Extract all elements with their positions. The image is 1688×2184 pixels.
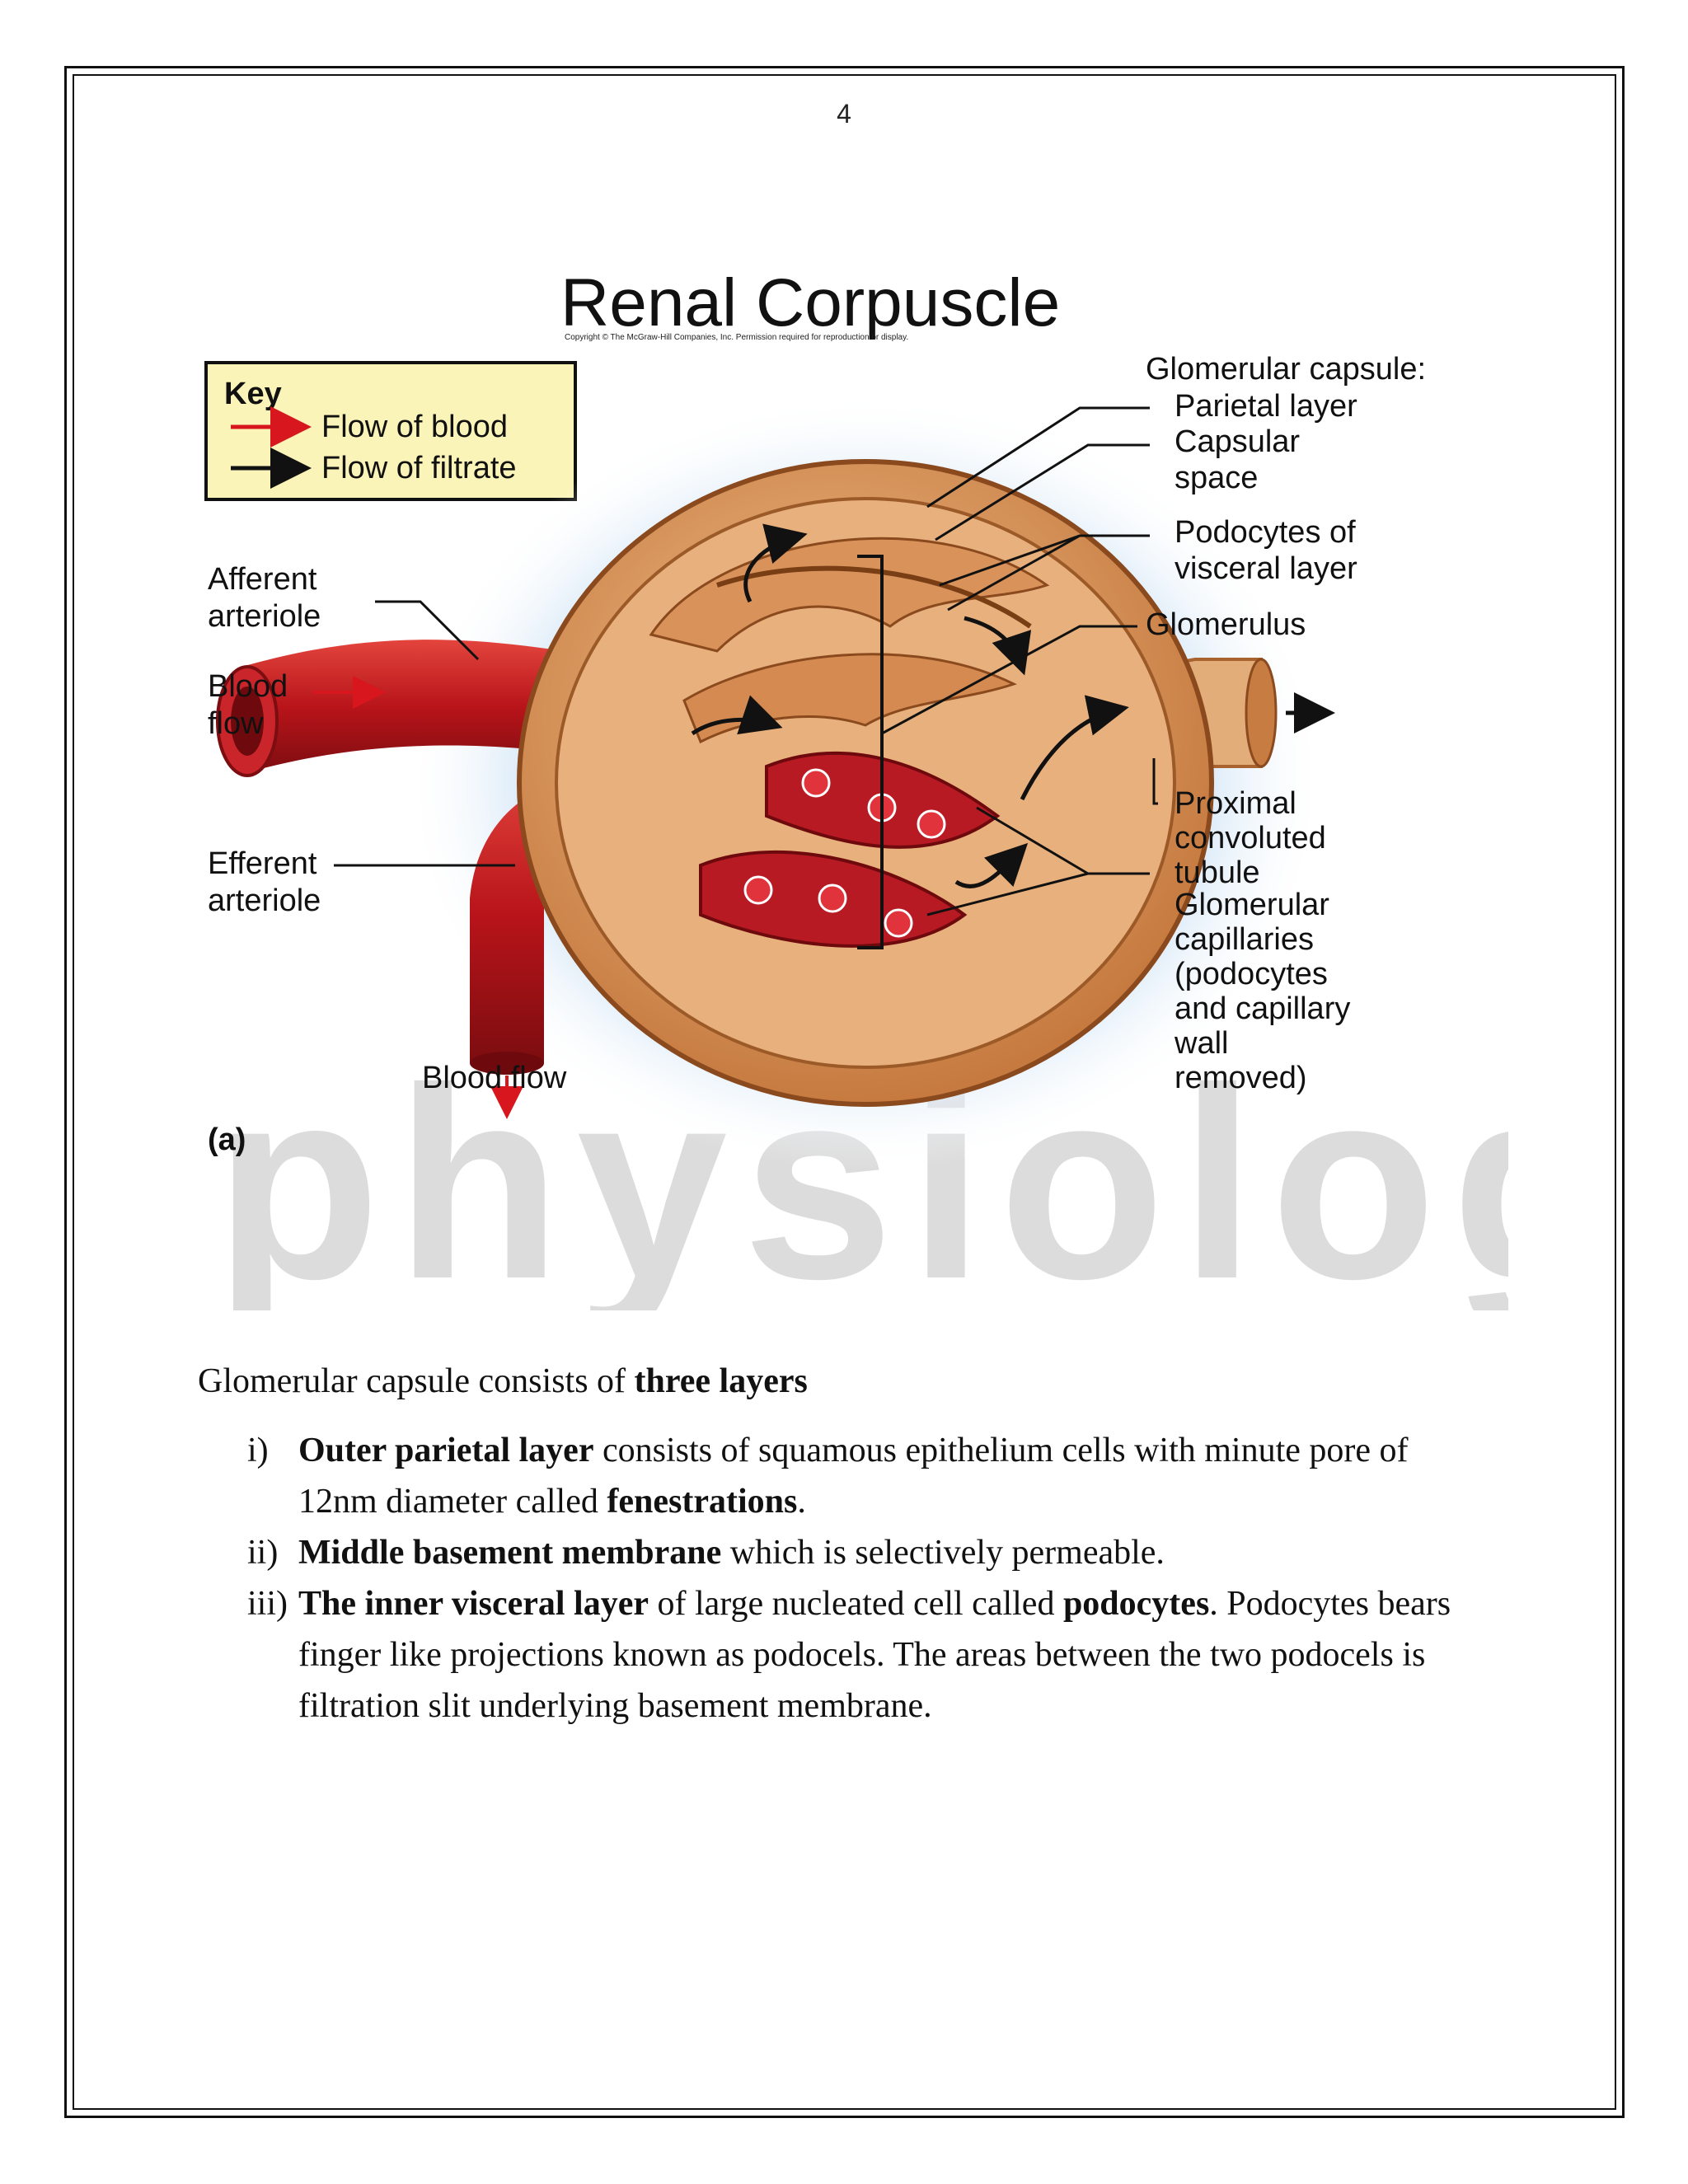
list-text: which is selectively permeable. [721,1534,1165,1572]
list-bold: Middle basement membrane [298,1534,722,1572]
label-efferent-2: arteriole [208,883,321,918]
label-capsular-space-1: Capsular [1175,424,1300,459]
body-text: Glomerular capsule consists of three lay… [198,1356,1484,1732]
label-afferent-1: Afferent [208,562,317,597]
label-bloodflow-in-2: flow [208,706,264,741]
label-proximal-1: Proximal [1175,786,1296,821]
figure-copyright: Copyright © The McGraw-Hill Companies, I… [565,333,908,342]
label-panel: (a) [208,1122,246,1157]
label-proximal-2: convoluted [1175,821,1326,855]
intro-text: Glomerular capsule consists of [198,1362,635,1400]
key-blood: Flow of blood [321,410,508,444]
label-bloodflow-in-1: Blood [208,669,288,704]
page-border-outer [64,66,1625,2118]
list-bold: The inner visceral layer [298,1585,649,1623]
figure-key: Key Flow of blood Flow of filtrate [204,361,577,501]
list-number: ii) [247,1534,279,1572]
list-end: . [797,1483,806,1521]
list-number: iii) [247,1585,288,1623]
label-capillaries-1: Glomerular [1175,888,1329,922]
list-text: consists of squamous epithelium cells wi… [298,1432,1409,1521]
list-bold: Outer parietal layer [298,1432,594,1469]
list-item: ii) Middle basement membrane which is sel… [198,1527,1484,1578]
intro-bold: three layers [634,1362,808,1400]
label-capillaries-6: removed) [1175,1061,1307,1095]
intro-paragraph: Glomerular capsule consists of three lay… [198,1356,1484,1407]
key-heading: Key [224,377,282,411]
label-podocytes-2: visceral layer [1175,551,1357,586]
label-capillaries-2: capillaries [1175,922,1314,957]
list-bold-term: podocytes [1062,1585,1210,1623]
renal-corpuscle-figure: physiology Renal Corpuscle Copyright © T… [190,239,1688,1337]
layer-list: i) Outer parietal layer consists of squam… [198,1425,1484,1732]
label-capsular-space-2: space [1175,461,1258,495]
label-afferent-2: arteriole [208,599,321,634]
label-parietal-layer: Parietal layer [1175,389,1357,424]
label-efferent-1: Efferent [208,846,317,881]
label-glomerulus: Glomerulus [1146,607,1306,642]
list-end: . Podocytes bears finger like projection… [298,1585,1451,1725]
label-podocytes-1: Podocytes of [1175,515,1356,550]
label-glomerular-capsule: Glomerular capsule: [1146,352,1426,387]
figure-title: Renal Corpuscle [560,265,1060,340]
page-number: 4 [837,99,851,129]
list-number: i) [247,1432,269,1469]
efferent-arteriole [470,766,651,1063]
label-capillaries-5: wall [1174,1026,1228,1061]
list-item: i) Outer parietal layer consists of squam… [198,1425,1484,1527]
list-bold-term: fenestrations [607,1483,798,1521]
label-capillaries-3: (podocytes [1175,957,1328,991]
key-filtrate: Flow of filtrate [321,451,517,485]
list-item: iii) The inner visceral layer of large nu… [198,1578,1484,1732]
label-bloodflow-out: Blood flow [422,1061,567,1095]
label-proximal-3: tubule [1175,855,1260,890]
page-border-inner [73,74,1616,2110]
list-text: of large nucleated cell called [648,1585,1063,1623]
label-capillaries-4: and capillary [1175,991,1350,1026]
